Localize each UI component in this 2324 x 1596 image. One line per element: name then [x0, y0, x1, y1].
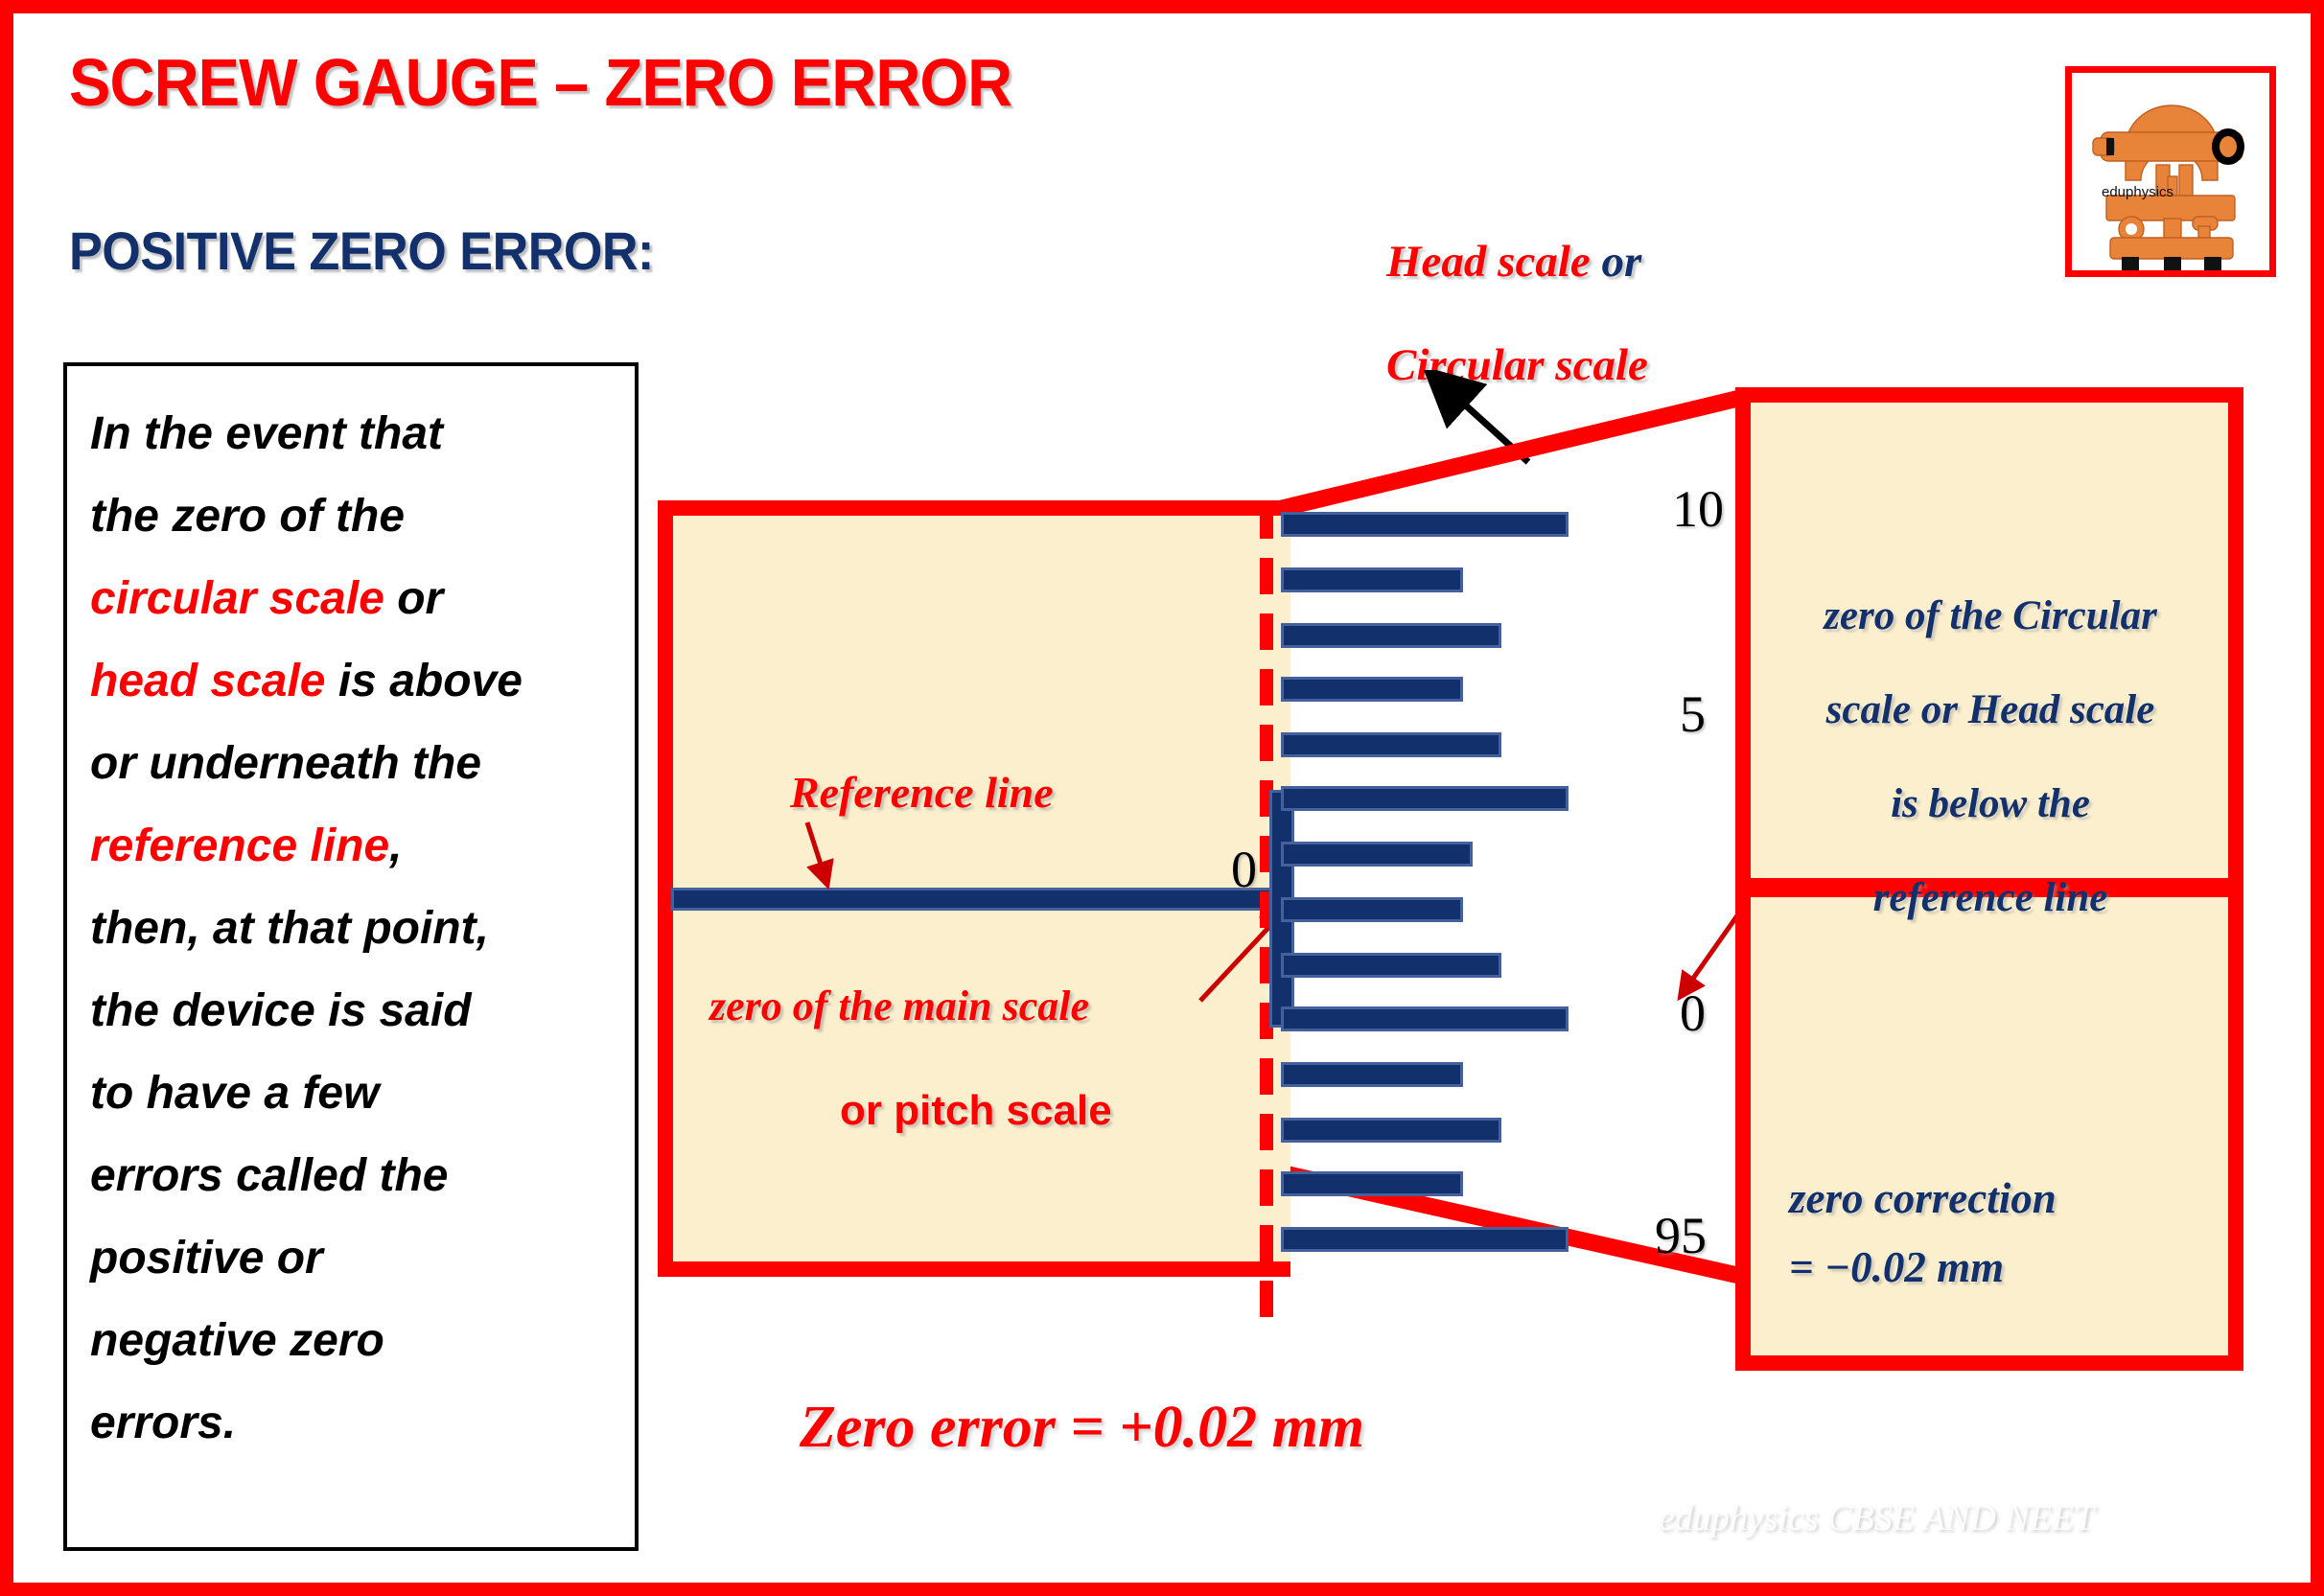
dash-segment: [1260, 558, 1273, 594]
explanation-line-text: then, at that point,: [90, 903, 489, 954]
zero-main-scale-label: zero of the main scale: [709, 983, 1089, 1029]
explanation-line: errors called the: [90, 1135, 627, 1217]
explanation-line: circular scale or: [90, 558, 627, 640]
explanation-line: head scale is above: [90, 640, 627, 723]
dash-segment: [1260, 1114, 1273, 1150]
circular-scale-minor-tick: [1281, 732, 1501, 757]
section-subtitle: POSITIVE ZERO ERROR:: [69, 220, 654, 281]
explanation-line-text: or underneath the: [90, 738, 482, 789]
dash-segment: [1260, 1058, 1273, 1095]
explanation-line: to have a few: [90, 1052, 627, 1135]
eduphysics-logo: [2065, 66, 2276, 277]
explanation-line: the device is said: [90, 970, 627, 1052]
explanation-line: errors.: [90, 1382, 627, 1465]
explanation-line-text: errors called the: [90, 1150, 449, 1201]
circular-scale-minor-tick: [1281, 567, 1463, 592]
zero-correction-value: = −0.02 mm: [1789, 1243, 2005, 1291]
explanation-text: In the event that the zero of the circular…: [90, 393, 627, 1465]
explanation-line-text: circular scale: [90, 573, 384, 624]
head-scale-or: or: [1590, 237, 1642, 287]
pitch-scale-label: or pitch scale: [840, 1087, 1112, 1134]
explanation-line-text: the device is said: [90, 985, 472, 1036]
explanation-line-text: to have a few: [90, 1068, 380, 1119]
explanation-line: or underneath the: [90, 723, 627, 805]
page-title: SCREW GAUGE – ZERO ERROR: [69, 45, 1012, 120]
explanation-line-tail: or: [383, 573, 444, 624]
explanation-line-text: In the event that: [90, 408, 444, 459]
circular-scale: [1260, 378, 1662, 1317]
logo-caption: eduphysics: [2102, 184, 2174, 200]
reference-line-arrow-icon: [804, 821, 834, 891]
theodolite-icon: [2092, 104, 2244, 270]
circular-scale-minor-tick: [1281, 623, 1501, 648]
dash-segment: [1260, 613, 1273, 650]
circular-scale-minor-tick: [1281, 842, 1473, 867]
right-note-line-4: reference line: [1872, 875, 2108, 920]
dash-segment: [1260, 669, 1273, 705]
explanation-line-text: positive or: [90, 1233, 323, 1284]
circular-scale-minor-tick: [1281, 1171, 1463, 1196]
head-scale-label: Head scale or: [1386, 236, 1641, 288]
dash-segment: [1260, 1225, 1273, 1261]
dash-segment: [1260, 725, 1273, 761]
explanation-line: positive or: [90, 1217, 627, 1300]
circular-scale-major-tick: [1281, 786, 1569, 811]
zero-correction-text: zero correction = −0.02 mm: [1789, 1164, 2230, 1302]
main-scale-zero-label: 0: [1231, 841, 1257, 898]
explanation-line: then, at that point,: [90, 888, 627, 970]
explanation-line-text: the zero of the: [90, 491, 406, 542]
circular-scale-minor-tick: [1281, 1062, 1463, 1087]
dash-segment: [1260, 502, 1273, 539]
dash-segment: [1260, 1169, 1273, 1206]
explanation-line: negative zero: [90, 1300, 627, 1382]
zero-main-scale-arrow-icon: [1198, 906, 1290, 1003]
explanation-line: the zero of the: [90, 475, 627, 558]
right-note-panel: [1735, 387, 2243, 893]
right-correction-panel: [1735, 882, 2243, 1371]
circular-scale-minor-tick: [1281, 897, 1463, 922]
right-note-line-2: scale or Head scale: [1825, 687, 2155, 732]
right-note-text: zero of the Circular scale or Head scale…: [1751, 569, 2230, 945]
head-scale-text: Head scale: [1386, 237, 1591, 287]
watermark: eduphysics CBSE AND NEET: [1659, 1498, 2095, 1538]
explanation-line-text: errors.: [90, 1398, 237, 1448]
circular-scale-minor-tick: [1281, 1118, 1501, 1143]
explanation-line-text: head scale: [90, 656, 326, 706]
circular-scale-minor-tick: [1281, 677, 1463, 702]
zero-correction-label: zero correction: [1789, 1174, 2057, 1222]
right-note-line-3: is below the: [1891, 781, 2090, 826]
circular-scale-tick-label: 10: [1672, 480, 1724, 538]
circular-scale-tick-label: 5: [1680, 685, 1706, 743]
explanation-line: reference line,: [90, 805, 627, 888]
zero-error-result: Zero error = +0.02 mm: [800, 1395, 1365, 1460]
explanation-line-text: reference line: [90, 821, 390, 871]
circular-scale-major-tick: [1281, 1227, 1569, 1252]
right-note-line-1: zero of the Circular: [1824, 593, 2157, 638]
explanation-line-text: negative zero: [90, 1315, 384, 1366]
explanation-line: In the event that: [90, 393, 627, 475]
circular-scale-major-tick: [1281, 1006, 1569, 1031]
explanation-line-tail: ,: [389, 821, 403, 871]
circular-scale-tick-label: 95: [1655, 1207, 1707, 1264]
circular-scale-major-tick: [1281, 512, 1569, 537]
circular-scale-minor-tick: [1281, 953, 1501, 978]
explanation-line-tail: is above: [325, 656, 523, 706]
explanation-box: [63, 362, 639, 1551]
dash-segment: [1260, 1281, 1273, 1317]
reference-line-label: Reference line: [790, 768, 1054, 817]
